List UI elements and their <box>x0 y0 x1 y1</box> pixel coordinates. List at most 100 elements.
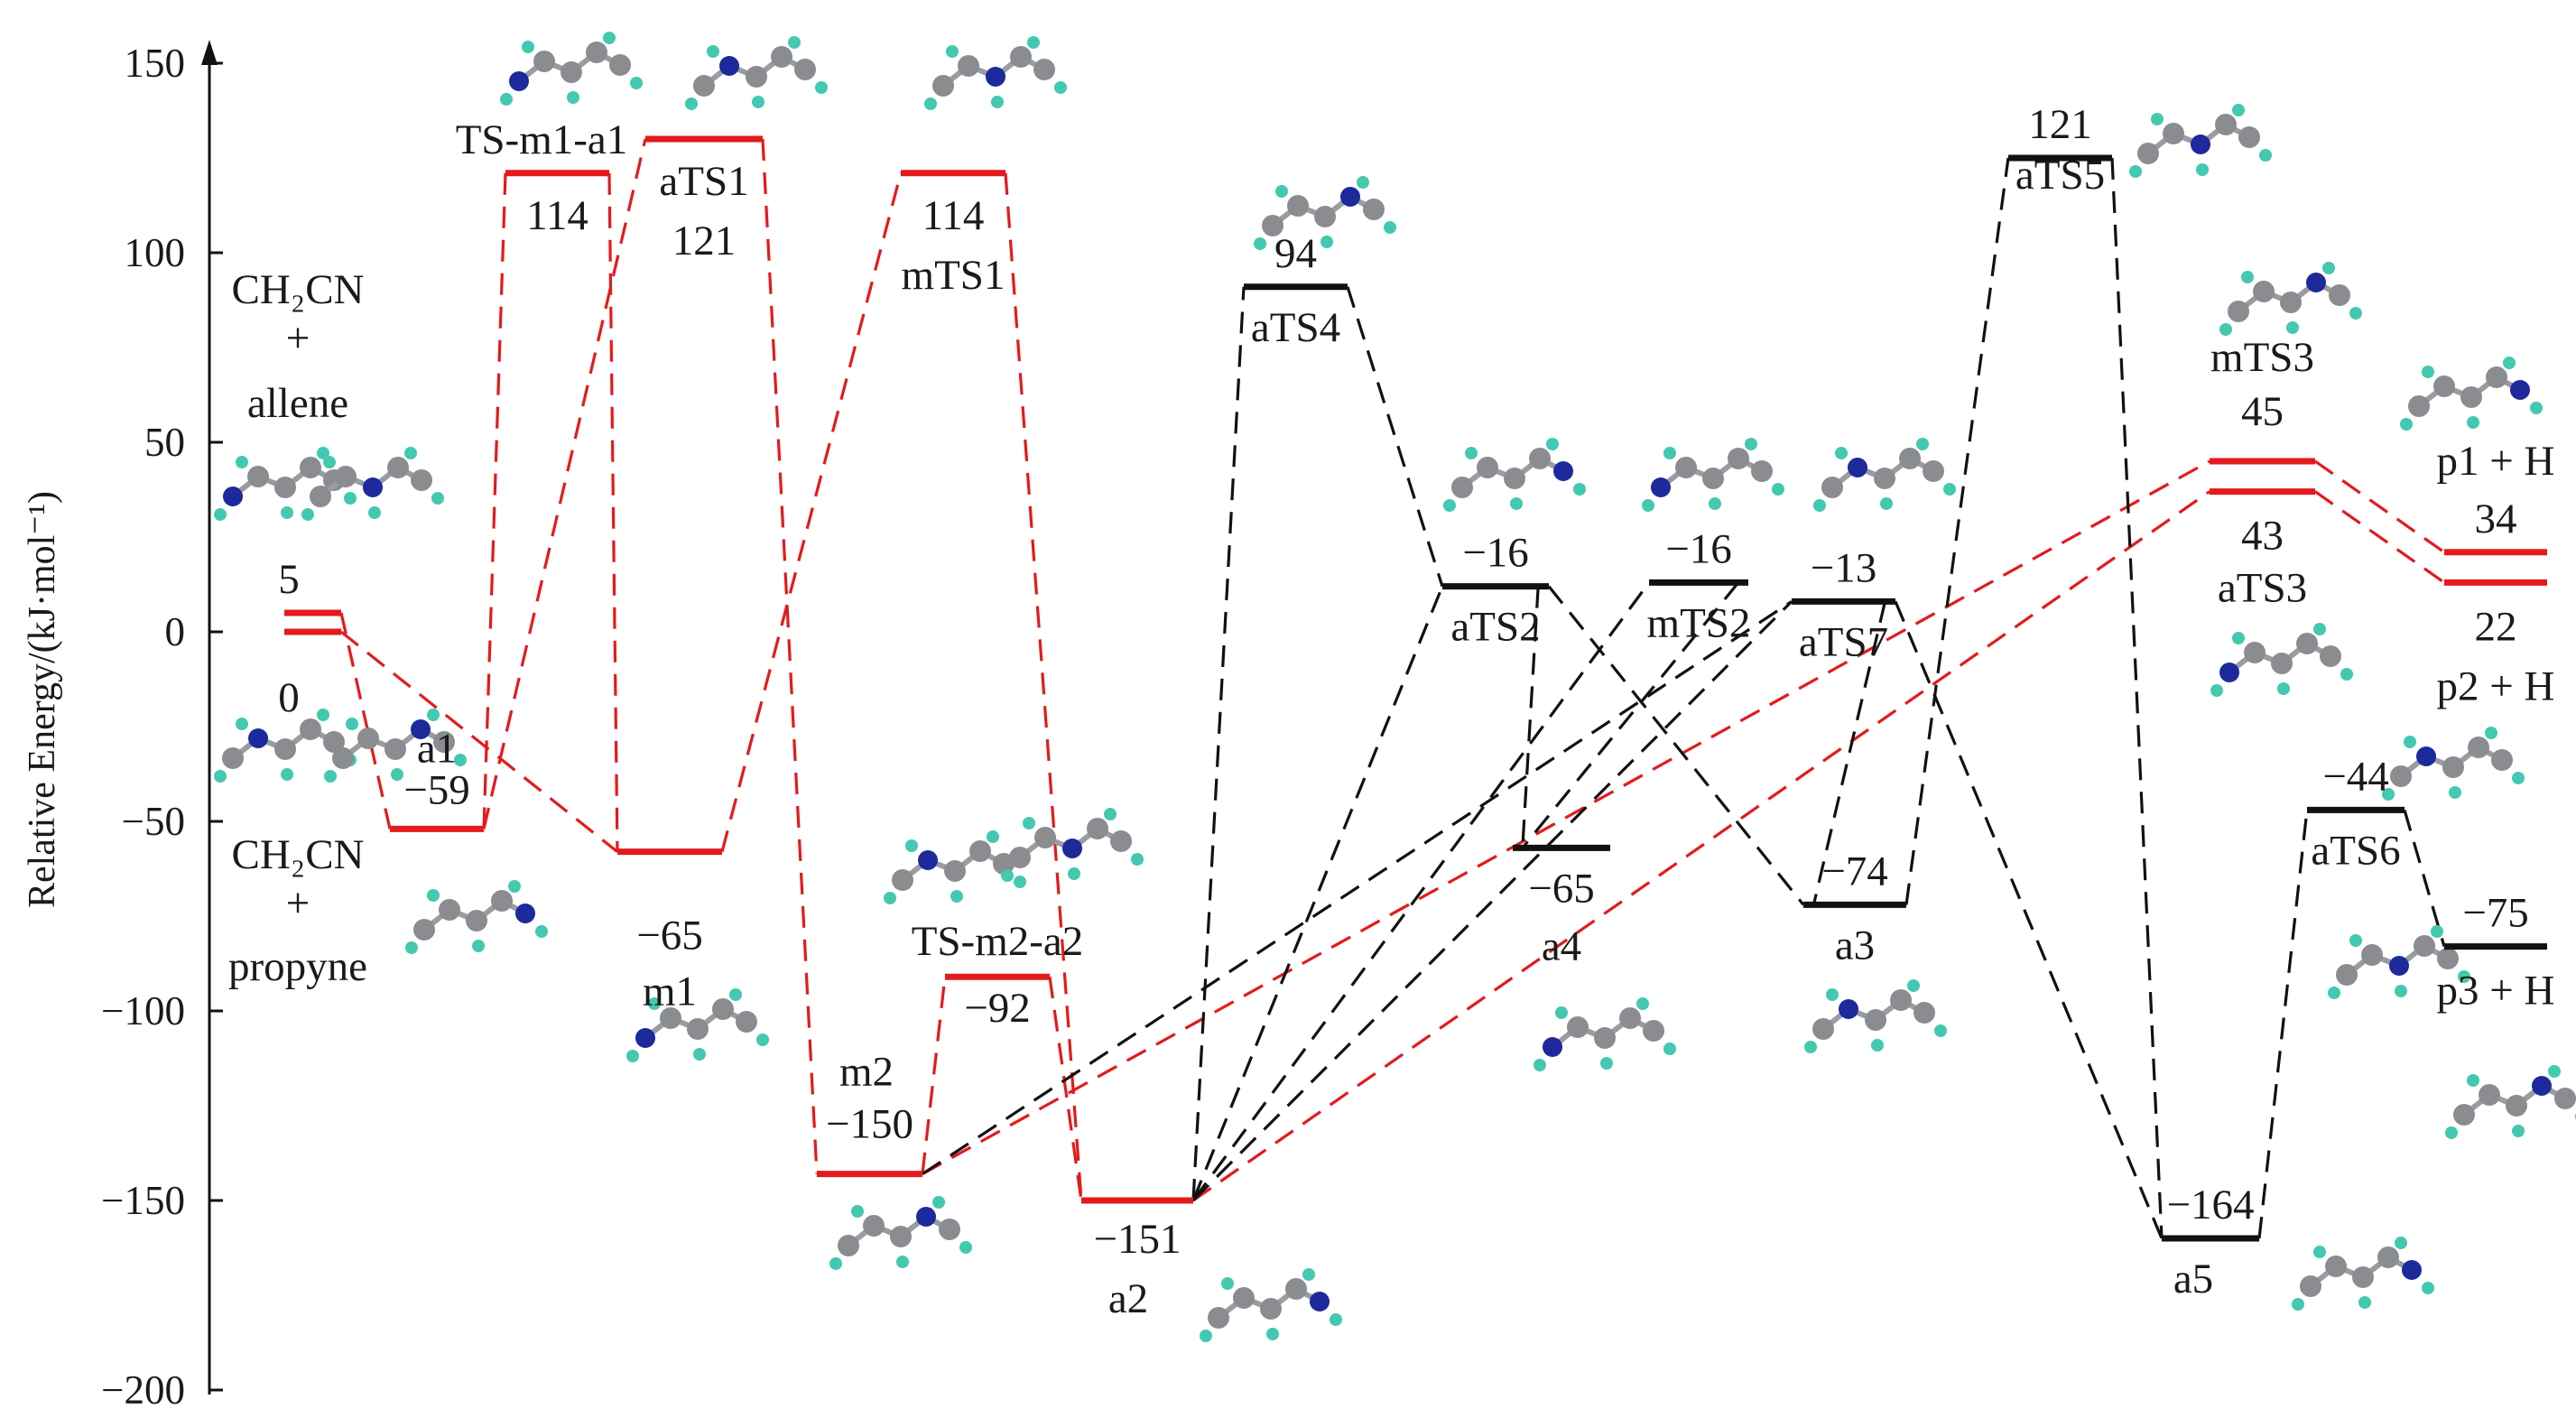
hydrogen-atom <box>693 1048 706 1061</box>
hydrogen-atom <box>2286 321 2299 334</box>
hydrogen-atom <box>2313 623 2326 635</box>
hydrogen-atom <box>281 768 293 781</box>
hydrogen-atom <box>2219 323 2232 336</box>
hydrogen-atom <box>1534 1059 1546 1071</box>
hydrogen-atom <box>1254 237 1266 250</box>
hydrogen-atom <box>2548 1065 2561 1078</box>
molecule-sketch <box>1443 438 1586 512</box>
carbon-atom <box>2460 386 2482 408</box>
hydrogen-atom <box>431 492 444 505</box>
reactant-bottom-line2: propyne <box>228 943 367 990</box>
nitrogen-atom <box>1340 187 1360 207</box>
hydrogen-atom <box>851 1205 864 1218</box>
hydrogen-atom <box>535 925 548 938</box>
carbon-atom <box>561 61 582 83</box>
species-label-mts3: mTS3 <box>2210 334 2314 381</box>
hydrogen-atom <box>1275 185 1288 198</box>
hydrogen-atom <box>2322 262 2335 274</box>
hydrogen-atom <box>2382 788 2395 801</box>
carbon-atom <box>1643 1020 1664 1042</box>
nitrogen-atom <box>635 1028 655 1048</box>
nitrogen-atom <box>2191 134 2210 154</box>
carbon-atom <box>274 477 296 498</box>
hydrogen-atom <box>2151 113 2164 125</box>
carbon-atom <box>323 731 345 753</box>
hydrogen-atom <box>1600 1057 1613 1070</box>
nitrogen-atom <box>1839 999 1858 1019</box>
energy-label-ats2: −16 <box>1462 530 1529 577</box>
carbon-atom <box>838 1235 859 1256</box>
carbon-atom <box>1034 827 1056 848</box>
species-label-ats1: aTS1 <box>659 158 748 205</box>
carbon-atom <box>1451 477 1473 498</box>
carbon-atom <box>2320 645 2341 667</box>
connector-line <box>340 630 618 853</box>
carbon-atom <box>433 731 455 753</box>
hydrogen-atom <box>1443 499 1456 512</box>
energy-label-ats3: 43 <box>2241 513 2284 560</box>
nitrogen-atom <box>918 850 938 870</box>
connector-line <box>1547 585 1805 906</box>
nitrogen-atom <box>1553 461 1573 481</box>
energy-label-m2: −150 <box>826 1101 913 1148</box>
connector-line <box>339 612 392 829</box>
molecule-sketch <box>1534 997 1676 1071</box>
hydrogen-atom <box>344 492 357 505</box>
molecule-sketch <box>324 709 467 783</box>
molecule-sketch <box>214 709 357 783</box>
nitrogen-atom <box>1848 458 1867 477</box>
carbon-atom <box>1010 46 1032 68</box>
hydrogen-atom <box>301 508 314 521</box>
carbon-atom <box>1233 1287 1255 1309</box>
molecule-sketch <box>2328 925 2470 999</box>
connector-line <box>482 172 507 829</box>
carbon-atom <box>863 1215 885 1237</box>
y-tick-label: −100 <box>101 988 185 1033</box>
carbon-atom <box>890 1226 912 1247</box>
species-label-ts-m2-a2: TS-m2-a2 <box>912 918 1084 965</box>
carbon-atom <box>1033 59 1055 80</box>
hydrogen-atom <box>472 940 485 952</box>
nitrogen-atom <box>1310 1292 1330 1311</box>
molecule-sketch <box>1200 1268 1342 1342</box>
hydrogen-atom <box>1384 221 1396 234</box>
carbon-atom <box>1594 1027 1616 1049</box>
species-label-p1-h: p1 + H <box>2437 438 2555 485</box>
hydrogen-atom <box>1510 497 1523 510</box>
carbon-atom <box>2377 1247 2399 1268</box>
molecule-sketch <box>2382 727 2525 801</box>
species-label-ats3: aTS3 <box>2218 565 2307 612</box>
hydrogen-atom <box>2449 786 2461 799</box>
hydrogen-atom <box>500 93 513 106</box>
carbon-atom <box>1208 1307 1229 1329</box>
energy-label-ts-m1-a1: 114 <box>526 192 588 239</box>
hydrogen-atom <box>932 1196 945 1209</box>
hydrogen-atom <box>1709 497 1721 510</box>
nitrogen-atom <box>2416 746 2436 766</box>
carbon-atom <box>892 869 913 891</box>
molecule-sketch <box>626 988 769 1062</box>
connector-line <box>720 172 903 853</box>
nitrogen-atom <box>916 1207 936 1227</box>
nitrogen-atom <box>2306 273 2326 292</box>
hydrogen-atom <box>1266 1328 1279 1340</box>
connector-line <box>1812 601 1887 905</box>
molecule-sketch <box>1642 438 1784 512</box>
species-label-ats6: aTS6 <box>2311 827 2400 874</box>
hydrogen-atom <box>2503 357 2516 369</box>
hydrogen-atom <box>1943 483 1956 496</box>
species-label-ats5: aTS5 <box>2015 152 2105 199</box>
species-label-p3-h: p3 + H <box>2437 968 2555 1015</box>
hydrogen-atom <box>2210 684 2223 697</box>
hydrogen-atom <box>391 768 403 781</box>
molecule-sketch <box>2219 262 2362 336</box>
species-label-a1: a1 <box>417 725 457 772</box>
molecule-sketch <box>2292 1237 2434 1311</box>
molecule-sketch <box>2210 623 2353 697</box>
connector-line <box>2403 809 2446 948</box>
carbon-atom <box>1751 460 1773 482</box>
species-label-p2-h: p2 + H <box>2437 663 2555 709</box>
carbon-atom <box>1285 1278 1307 1300</box>
connector-line <box>1191 581 1651 1201</box>
species-label-mts2: mTS2 <box>1647 599 1751 646</box>
